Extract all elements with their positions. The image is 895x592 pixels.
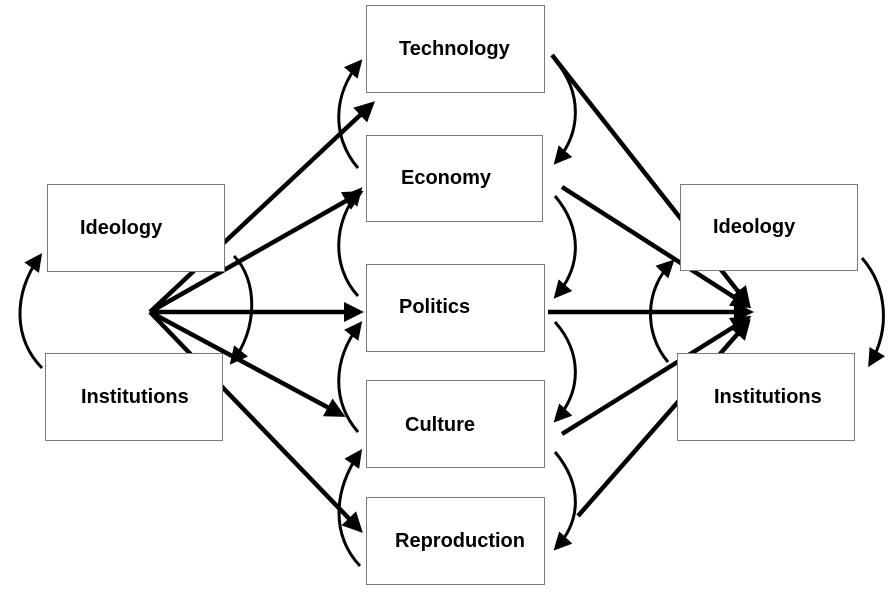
edge-hub-to-technology — [148, 101, 375, 314]
node-ideology-right: Ideology — [680, 184, 858, 271]
edge-hub-to-culture — [148, 310, 346, 417]
node-label: Institutions — [714, 385, 822, 408]
edge-ideology-right-to-institutions-right — [860, 257, 886, 368]
edge-ideology-left-to-institutions-left — [229, 254, 254, 365]
edge-institutions-right-to-ideology-right — [649, 259, 675, 363]
node-reproduction: Reproduction — [366, 497, 545, 585]
edge-politics-to-culture — [553, 320, 577, 423]
edge-institutions-left-to-ideology-left — [18, 253, 44, 370]
node-technology: Technology — [366, 5, 545, 93]
edge-economy-to-politics — [553, 195, 577, 299]
node-politics: Politics — [366, 264, 545, 352]
edge-economy-to-technology — [337, 59, 363, 169]
node-institutions-right: Institutions — [677, 353, 855, 441]
edge-culture-to-hub-right — [560, 315, 752, 436]
node-label: Economy — [401, 167, 492, 189]
node-label: Ideology — [80, 216, 163, 239]
edge-culture-to-politics — [337, 321, 363, 433]
node-label: Culture — [405, 414, 475, 436]
edge-economy-to-hub-right — [560, 185, 752, 309]
node-institutions-left: Institutions — [45, 353, 223, 441]
node-ideology-left: Ideology — [47, 184, 225, 272]
edge-hub-to-reproduction — [148, 310, 363, 533]
edge-culture-to-reproduction — [553, 451, 577, 551]
node-label: Institutions — [81, 385, 189, 408]
node-label: Ideology — [713, 216, 796, 238]
node-label: Reproduction — [395, 530, 525, 552]
edge-reproduction-to-culture — [337, 449, 363, 568]
node-label: Technology — [399, 38, 510, 60]
edge-hub-to-economy — [148, 191, 364, 314]
node-economy: Economy — [366, 135, 543, 222]
edge-politics-to-economy — [337, 187, 363, 298]
node-label: Politics — [399, 296, 471, 318]
node-culture: Culture — [366, 380, 545, 468]
